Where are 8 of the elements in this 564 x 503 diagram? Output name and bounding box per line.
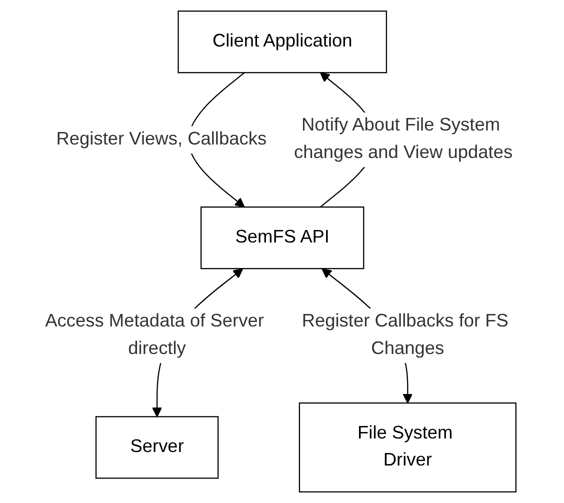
- edge-label: Access Metadata of Server directly: [44, 312, 264, 359]
- edge-label: Notify About File System changes and View updates: [294, 116, 512, 163]
- node-box: Server: [95, 416, 218, 479]
- node-box: File System Driver: [298, 402, 516, 492]
- node-box: SemFS API: [200, 206, 364, 270]
- node-box: Client Application: [177, 10, 387, 74]
- edge-label: Register Callbacks for FS Changes: [301, 312, 508, 359]
- edge-label: Register Views, Callbacks: [56, 130, 266, 149]
